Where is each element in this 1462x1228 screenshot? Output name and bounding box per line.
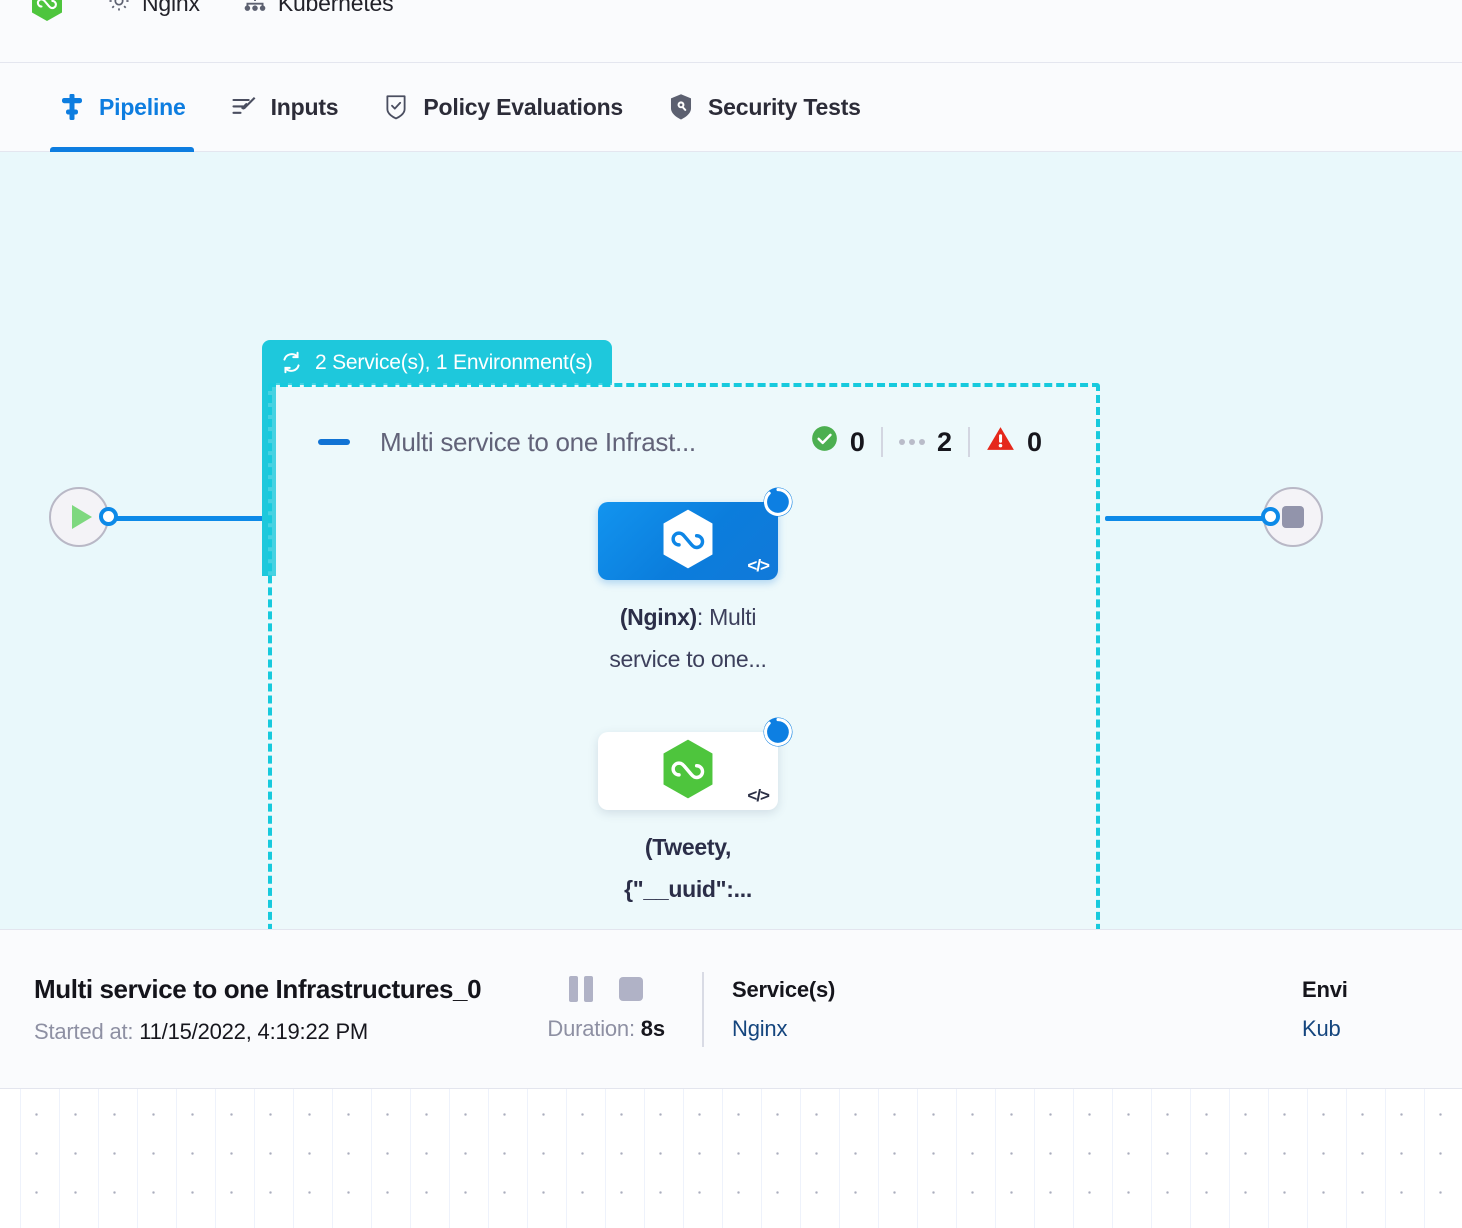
collapse-minus-icon[interactable] bbox=[318, 439, 350, 445]
started-at-value: 11/15/2022, 4:19:22 PM bbox=[139, 1018, 369, 1044]
count-running-value: 2 bbox=[936, 426, 952, 457]
service-node-tweety-card[interactable]: </> bbox=[598, 717, 793, 810]
service-node-tweety[interactable]: </> (Tweety, {"__uuid":... bbox=[598, 717, 793, 910]
pipeline-icon bbox=[58, 93, 86, 121]
duration-value: 8s bbox=[640, 1016, 665, 1041]
tab-security-tests-label: Security Tests bbox=[708, 93, 861, 120]
count-failed: 0 bbox=[970, 425, 1058, 459]
breadcrumb-item-infrastructure[interactable]: Kubernetes bbox=[242, 0, 394, 16]
play-icon bbox=[71, 505, 92, 529]
tab-policy-evaluations[interactable]: Policy Evaluations bbox=[360, 63, 645, 152]
environments-column: Envi Kub bbox=[1302, 977, 1462, 1042]
running-spinner-icon bbox=[760, 714, 796, 750]
stop-icon[interactable] bbox=[619, 977, 644, 1001]
environments-link-kubernetes[interactable]: Kub bbox=[1302, 1015, 1341, 1041]
code-glyph-icon: </> bbox=[747, 556, 770, 575]
harness-hexagon-logo-icon bbox=[30, 0, 64, 22]
tab-pipeline-label: Pipeline bbox=[99, 93, 186, 120]
dots-icon bbox=[898, 439, 925, 445]
end-node[interactable] bbox=[1263, 487, 1323, 547]
gear-icon bbox=[106, 0, 132, 19]
stage-group-badge-label: 2 Service(s), 1 Environment(s) bbox=[315, 350, 593, 374]
start-node-handle[interactable] bbox=[99, 507, 118, 526]
service-node-nginx-label-bold: (Nginx) bbox=[619, 604, 697, 630]
hexagon-infinity-logo-icon bbox=[659, 508, 717, 575]
code-glyph-icon: </> bbox=[747, 786, 770, 805]
pipeline-canvas[interactable]: 2 Service(s), 1 Environment(s) Multi ser… bbox=[0, 152, 1462, 929]
running-spinner-icon bbox=[760, 484, 796, 520]
service-node-tweety-label-bold: (Tweety, {"__uuid":... bbox=[624, 834, 752, 902]
stage-group-box[interactable] bbox=[268, 383, 1100, 929]
detail-divider bbox=[702, 971, 704, 1047]
infrastructure-icon bbox=[242, 0, 268, 19]
edge-stage-to-end bbox=[1105, 516, 1270, 521]
started-at: Started at: 11/15/2022, 4:19:22 PM bbox=[34, 1019, 514, 1045]
breadcrumb-infrastructure-label: Kubernetes bbox=[277, 0, 394, 16]
breadcrumb-item-service[interactable]: Nginx bbox=[106, 0, 200, 16]
matrix-loop-icon bbox=[279, 350, 304, 375]
execution-tabbar: Pipeline Inputs Policy Evaluations bbox=[0, 63, 1462, 152]
stage-header: Multi service to one Infrast... 0 2 bbox=[318, 420, 1058, 464]
end-node-handle[interactable] bbox=[1261, 507, 1280, 526]
page-title: Multi service to one Infrastructures_0 bbox=[34, 973, 482, 1004]
pause-icon[interactable] bbox=[569, 976, 594, 1002]
duration-label: Duration: bbox=[547, 1016, 635, 1041]
duration-text: Duration: 8s bbox=[547, 1016, 665, 1042]
breadcrumb-item-logo[interactable] bbox=[30, 0, 64, 21]
count-success: 0 bbox=[795, 425, 881, 459]
check-circle-icon bbox=[811, 425, 838, 459]
execution-summary: Multi service to one Infrastructures_0 S… bbox=[34, 974, 514, 1045]
stage-group-badge[interactable]: 2 Service(s), 1 Environment(s) bbox=[262, 340, 612, 385]
services-link-nginx[interactable]: Nginx bbox=[732, 1015, 788, 1041]
security-shield-icon bbox=[667, 93, 695, 121]
stop-icon bbox=[1282, 506, 1304, 528]
duration-block: Duration: 8s bbox=[514, 976, 698, 1042]
warning-triangle-icon bbox=[986, 425, 1015, 459]
tab-inputs-label: Inputs bbox=[270, 93, 339, 120]
canvas-grid-background bbox=[0, 1089, 1462, 1228]
tab-policy-evaluations-label: Policy Evaluations bbox=[423, 93, 624, 120]
hexagon-infinity-logo-icon bbox=[659, 738, 717, 805]
count-divider-1 bbox=[880, 427, 883, 457]
service-node-nginx[interactable]: </> (Nginx): Multi service to one... bbox=[598, 487, 793, 680]
count-failed-value: 0 bbox=[1026, 426, 1042, 457]
execution-detail-bar: Multi service to one Infrastructures_0 S… bbox=[0, 929, 1462, 1089]
services-heading: Service(s) bbox=[732, 976, 836, 1002]
tab-security-tests[interactable]: Security Tests bbox=[645, 63, 883, 152]
service-node-nginx-card[interactable]: </> bbox=[598, 487, 793, 580]
execution-controls bbox=[569, 976, 644, 1002]
service-node-nginx-label: (Nginx): Multi service to one... bbox=[598, 596, 778, 680]
services-column: Service(s) Nginx bbox=[732, 977, 982, 1042]
count-running: 2 bbox=[883, 427, 968, 458]
started-at-label: Started at: bbox=[34, 1018, 134, 1044]
tab-pipeline[interactable]: Pipeline bbox=[36, 63, 208, 152]
edge-start-to-stage bbox=[110, 516, 265, 521]
count-success-value: 0 bbox=[849, 426, 865, 457]
stage-title: Multi service to one Infrast... bbox=[380, 426, 696, 457]
stage-status-counts: 0 2 0 bbox=[795, 420, 1058, 464]
top-breadcrumb-bar: Nginx Kubernetes bbox=[0, 0, 1462, 63]
tab-inputs[interactable]: Inputs bbox=[208, 63, 361, 152]
service-node-nginx-label-rest: : Multi service to one... bbox=[609, 604, 767, 672]
count-divider-2 bbox=[967, 427, 970, 457]
service-node-tweety-label: (Tweety, {"__uuid":... bbox=[598, 826, 778, 910]
breadcrumb-service-label: Nginx bbox=[142, 0, 200, 16]
inputs-icon bbox=[230, 93, 258, 121]
policy-shield-check-icon bbox=[382, 93, 410, 121]
environments-heading: Envi bbox=[1302, 976, 1348, 1002]
